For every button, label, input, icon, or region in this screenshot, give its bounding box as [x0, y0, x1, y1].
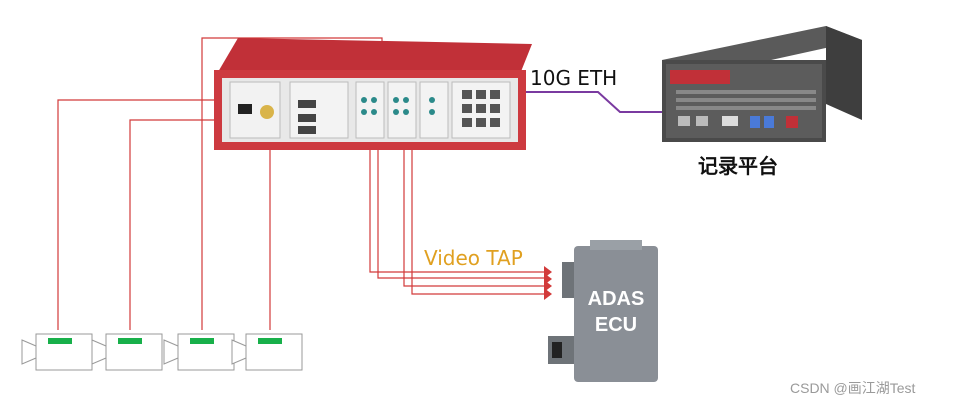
- camera-icon: [163, 333, 235, 371]
- camera-icon: [231, 333, 303, 371]
- camera-icon: [21, 333, 93, 371]
- ecu-label-line1: ADAS: [587, 288, 645, 310]
- tap-arrows: [544, 266, 552, 300]
- watermark: CSDN @画江湖Test: [790, 380, 916, 396]
- recording-platform: [662, 26, 862, 142]
- video-tap-label: Video TAP: [424, 246, 523, 270]
- tap-wires: [369, 120, 548, 295]
- eth-link-label: 10G ETH: [530, 66, 618, 90]
- recording-platform-label: 记录平台: [698, 154, 778, 178]
- eth-link-wire: [496, 91, 664, 113]
- ecu-label-line2: ECU: [594, 314, 638, 336]
- adas-ecu: [548, 240, 658, 382]
- ecu-label: ADAS ECU: [574, 286, 658, 338]
- capture-chassis: [214, 38, 532, 150]
- camera-row: [21, 333, 303, 371]
- camera-icon: [91, 333, 163, 371]
